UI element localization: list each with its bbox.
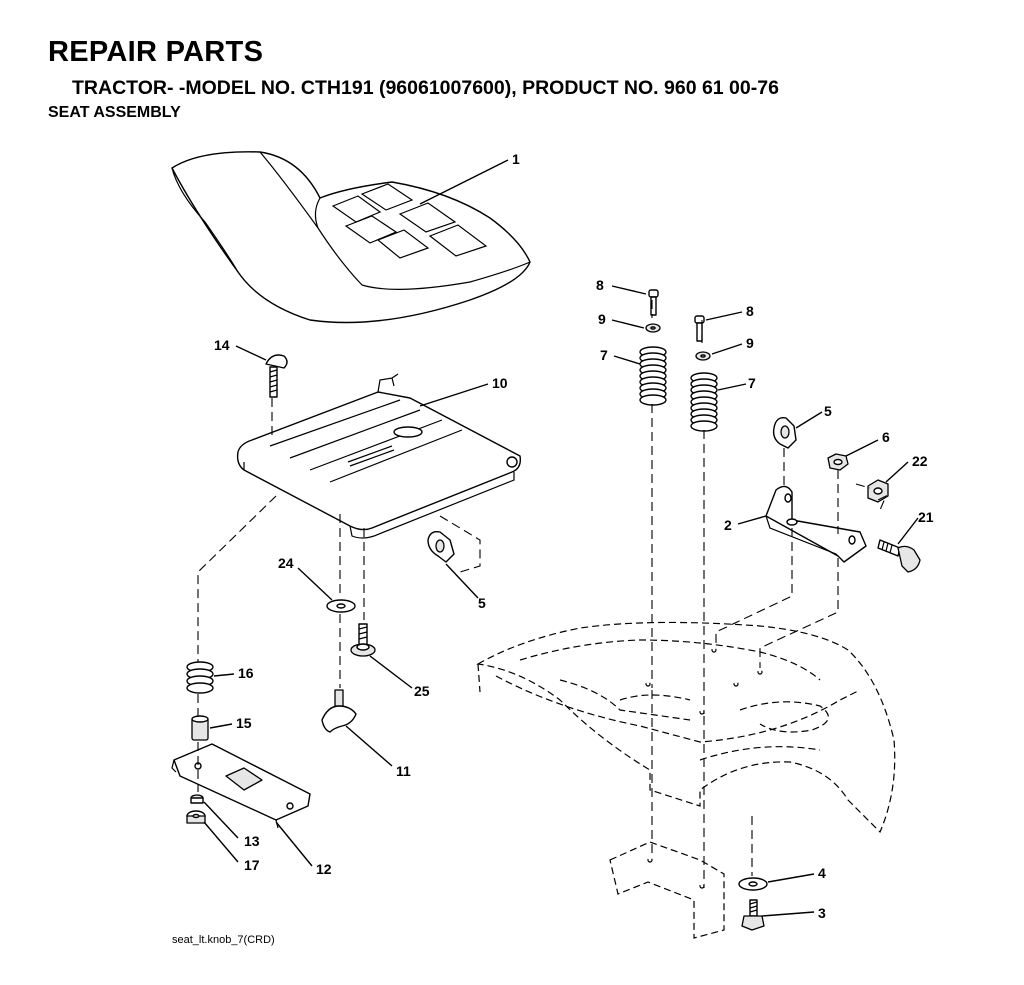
spring-stack-left (639, 289, 667, 406)
carriage-bolt-part (265, 354, 288, 398)
callout-7-right: 7 (748, 375, 756, 391)
callout-5-left: 5 (478, 595, 486, 611)
model-subtitle: TRACTOR- -MODEL NO. CTH191 (96061007600)… (72, 77, 779, 99)
seat-knob-part (321, 689, 357, 733)
callout-15: 15 (236, 715, 252, 731)
callout-8-right: 8 (746, 303, 754, 319)
callout-9-left: 9 (598, 311, 606, 327)
callout-17: 17 (244, 857, 260, 873)
assembly-lines (197, 300, 888, 888)
callout-8-left: 8 (596, 277, 604, 293)
callout-12: 12 (316, 861, 332, 877)
callout-1: 1 (512, 151, 520, 167)
hex-bolt-3-part (741, 899, 765, 931)
flange-nut-22-part (867, 479, 889, 503)
callout-3: 3 (818, 905, 826, 921)
callout-7-left: 7 (600, 347, 608, 363)
hex-nut-6-part (827, 453, 849, 471)
callout-13: 13 (244, 833, 260, 849)
drawing-reference: seat_lt.knob_7(CRD) (172, 934, 275, 946)
nut-washer-part (186, 794, 206, 824)
callout-4: 4 (818, 865, 826, 881)
callout-11: 11 (396, 763, 411, 779)
spacer-part (191, 715, 209, 741)
clip-left-part (427, 530, 455, 563)
callout-22: 22 (912, 453, 928, 469)
callout-2: 2 (724, 517, 732, 533)
callout-16: 16 (238, 665, 254, 681)
leader-lines (203, 159, 919, 917)
seat-part (171, 151, 531, 324)
spring-stack-right (690, 315, 718, 432)
shoulder-bolt-21-part (877, 539, 921, 573)
callout-5-right: 5 (824, 403, 832, 419)
seat-bracket-part (765, 485, 867, 563)
callout-6: 6 (882, 429, 890, 445)
page-title: REPAIR PARTS (48, 36, 264, 68)
bracket-plate-part (171, 743, 311, 829)
callout-14: 14 (214, 337, 230, 353)
callout-24: 24 (278, 555, 294, 571)
callout-25: 25 (414, 683, 430, 699)
tractor-frame-outline (476, 621, 896, 939)
callout-labels: 1 10 14 24 25 11 5 16 15 12 13 17 8 9 7 … (214, 151, 934, 921)
washer-4-part (738, 877, 768, 891)
callout-21: 21 (918, 509, 934, 525)
spring-16-part (186, 661, 214, 694)
shoulder-bolt-part (350, 623, 376, 657)
section-title: SEAT ASSEMBLY (48, 104, 181, 121)
seat-pan-part (236, 373, 522, 539)
callout-10: 10 (492, 375, 508, 391)
callout-9-right: 9 (746, 335, 754, 351)
washer-24-part (326, 599, 356, 613)
clip-right-part (772, 417, 797, 449)
